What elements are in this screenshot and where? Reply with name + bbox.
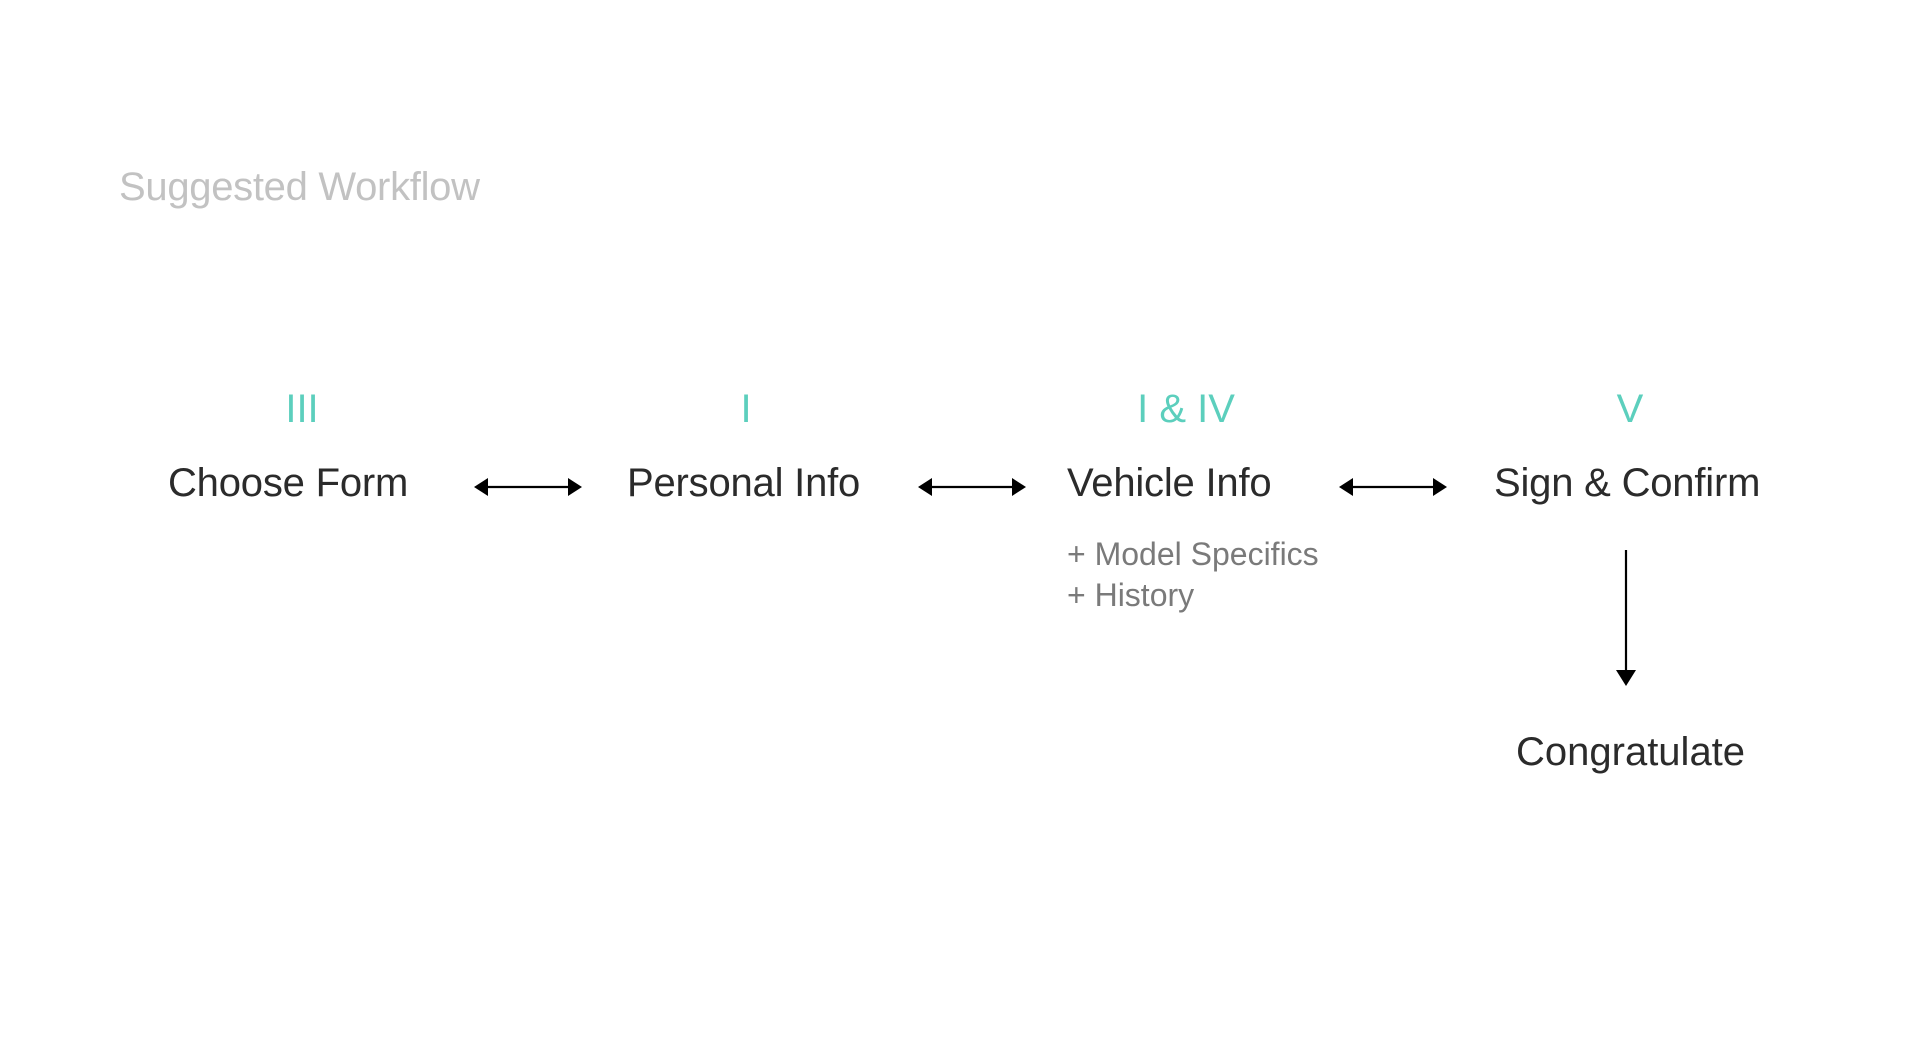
step-1-roman: III [285,387,319,431]
down-arrow-icon [1616,550,1636,686]
double-arrow-3-icon [1339,478,1447,496]
step-sign-confirm: Sign & Confirm [1494,461,1761,505]
step-congratulate: Congratulate [1516,730,1746,774]
step-3-roman: I & IV [1137,387,1235,431]
step-4-roman: V [1616,387,1644,431]
sub-item-model-specifics: + Model Specifics [1067,536,1319,572]
step-personal-info: Personal Info [627,461,861,505]
double-arrow-1-icon [474,478,582,496]
step-2-roman: I [740,387,752,431]
sub-item-history: + History [1067,577,1195,613]
step-choose-form: Choose Form [168,461,409,505]
double-arrow-2-icon [918,478,1026,496]
page-title: Suggested Workflow [119,165,480,209]
step-vehicle-info: Vehicle Info [1067,461,1272,505]
